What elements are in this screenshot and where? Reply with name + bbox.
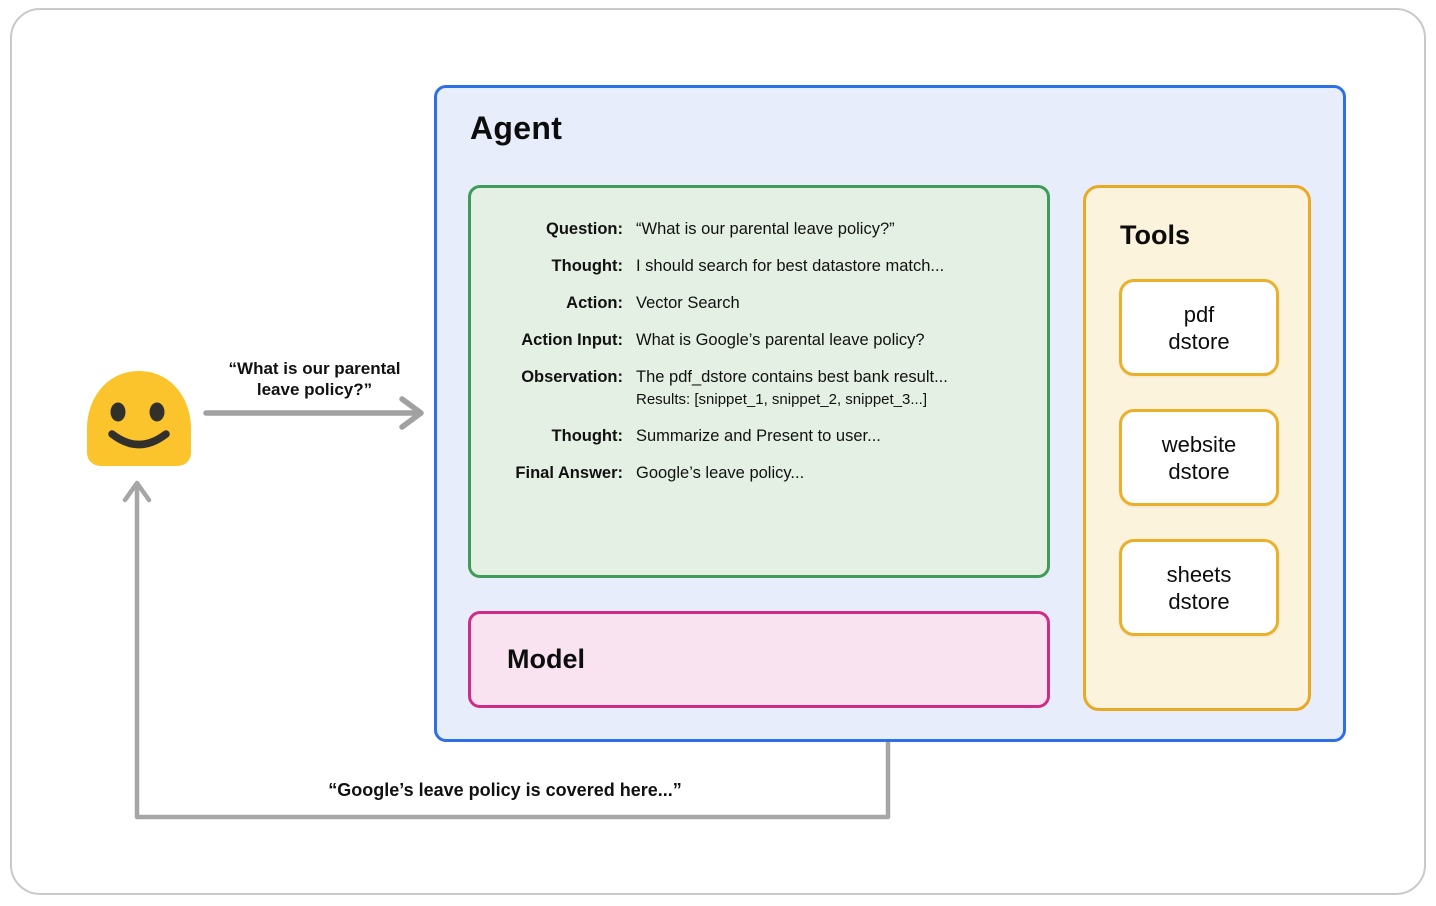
trace-row-label: Action: [566, 294, 623, 312]
trace-row: Question: “What is our parental leave po… [471, 218, 1047, 241]
emoji-body [87, 371, 191, 466]
tool-chip: pdf dstore [1119, 279, 1279, 376]
trace-row: Action Input: What is Google’s parental … [471, 329, 1047, 352]
tool-chip: sheets dstore [1119, 539, 1279, 636]
trace-row-value: Google’s leave policy... [636, 462, 1047, 485]
trace-row: Thought: I should search for best datast… [471, 255, 1047, 278]
trace-row-value: “What is our parental leave policy?” [636, 218, 1047, 241]
user-request-label: “What is our parental leave policy?” [228, 359, 401, 399]
emoji-smile [108, 430, 170, 449]
tool-list: pdf dstore website dstore sheets dstore [1119, 279, 1279, 636]
emoji-left-eye [110, 402, 126, 422]
trace-row-value: What is Google’s parental leave policy? [636, 329, 1047, 352]
trace-row-text: I should search for best datastore match… [636, 257, 945, 275]
react-trace-box: Question: “What is our parental leave po… [468, 185, 1050, 578]
trace-row-label: Thought: [551, 257, 623, 275]
trace-row-label: Question: [546, 220, 623, 238]
trace-rows: Question: “What is our parental leave po… [471, 218, 1047, 485]
trace-row-text: The pdf_dstore contains best bank result… [636, 368, 948, 386]
trace-row-text: “What is our parental leave policy?” [636, 220, 895, 238]
trace-row-value: The pdf_dstore contains best bank result… [636, 366, 1047, 411]
model-box: Model [468, 611, 1050, 708]
trace-row: Observation: The pdf_dstore contains bes… [471, 366, 1047, 411]
trace-row-value: Vector Search [636, 292, 1047, 315]
trace-row-label: Thought: [551, 427, 623, 445]
trace-row-label: Observation: [521, 368, 623, 386]
trace-row-value: Summarize and Present to user... [636, 425, 1047, 448]
agent-response-label: “Google’s leave policy is covered here..… [328, 780, 682, 800]
trace-row: Thought: Summarize and Present to user..… [471, 425, 1047, 448]
trace-row-text: Vector Search [636, 294, 740, 312]
trace-row: Final Answer: Google’s leave policy... [471, 462, 1047, 485]
trace-row-text: Google’s leave policy... [636, 464, 805, 482]
user-blob-emoji [87, 371, 191, 466]
trace-row-label: Final Answer: [515, 464, 623, 482]
trace-row: Action: Vector Search [471, 292, 1047, 315]
tool-chip-label: sheets dstore [1166, 561, 1232, 614]
trace-row-subtext: Results: [snippet_1, snippet_2, snippet_… [636, 391, 928, 408]
tools-panel: Tools pdf dstore website dstore sheets d… [1083, 185, 1311, 711]
tool-chip: website dstore [1119, 409, 1279, 506]
emoji-right-eye [149, 402, 165, 422]
agent-title: Agent [470, 110, 563, 146]
tool-chip-label: pdf dstore [1168, 301, 1230, 354]
model-title: Model [507, 644, 585, 674]
trace-row-text: Summarize and Present to user... [636, 427, 881, 445]
trace-row-label: Action Input: [521, 331, 623, 349]
trace-row-text: What is Google’s parental leave policy? [636, 331, 925, 349]
tools-title: Tools [1120, 220, 1190, 250]
trace-row-value: I should search for best datastore match… [636, 255, 1047, 278]
tool-chip-label: website dstore [1161, 431, 1237, 484]
